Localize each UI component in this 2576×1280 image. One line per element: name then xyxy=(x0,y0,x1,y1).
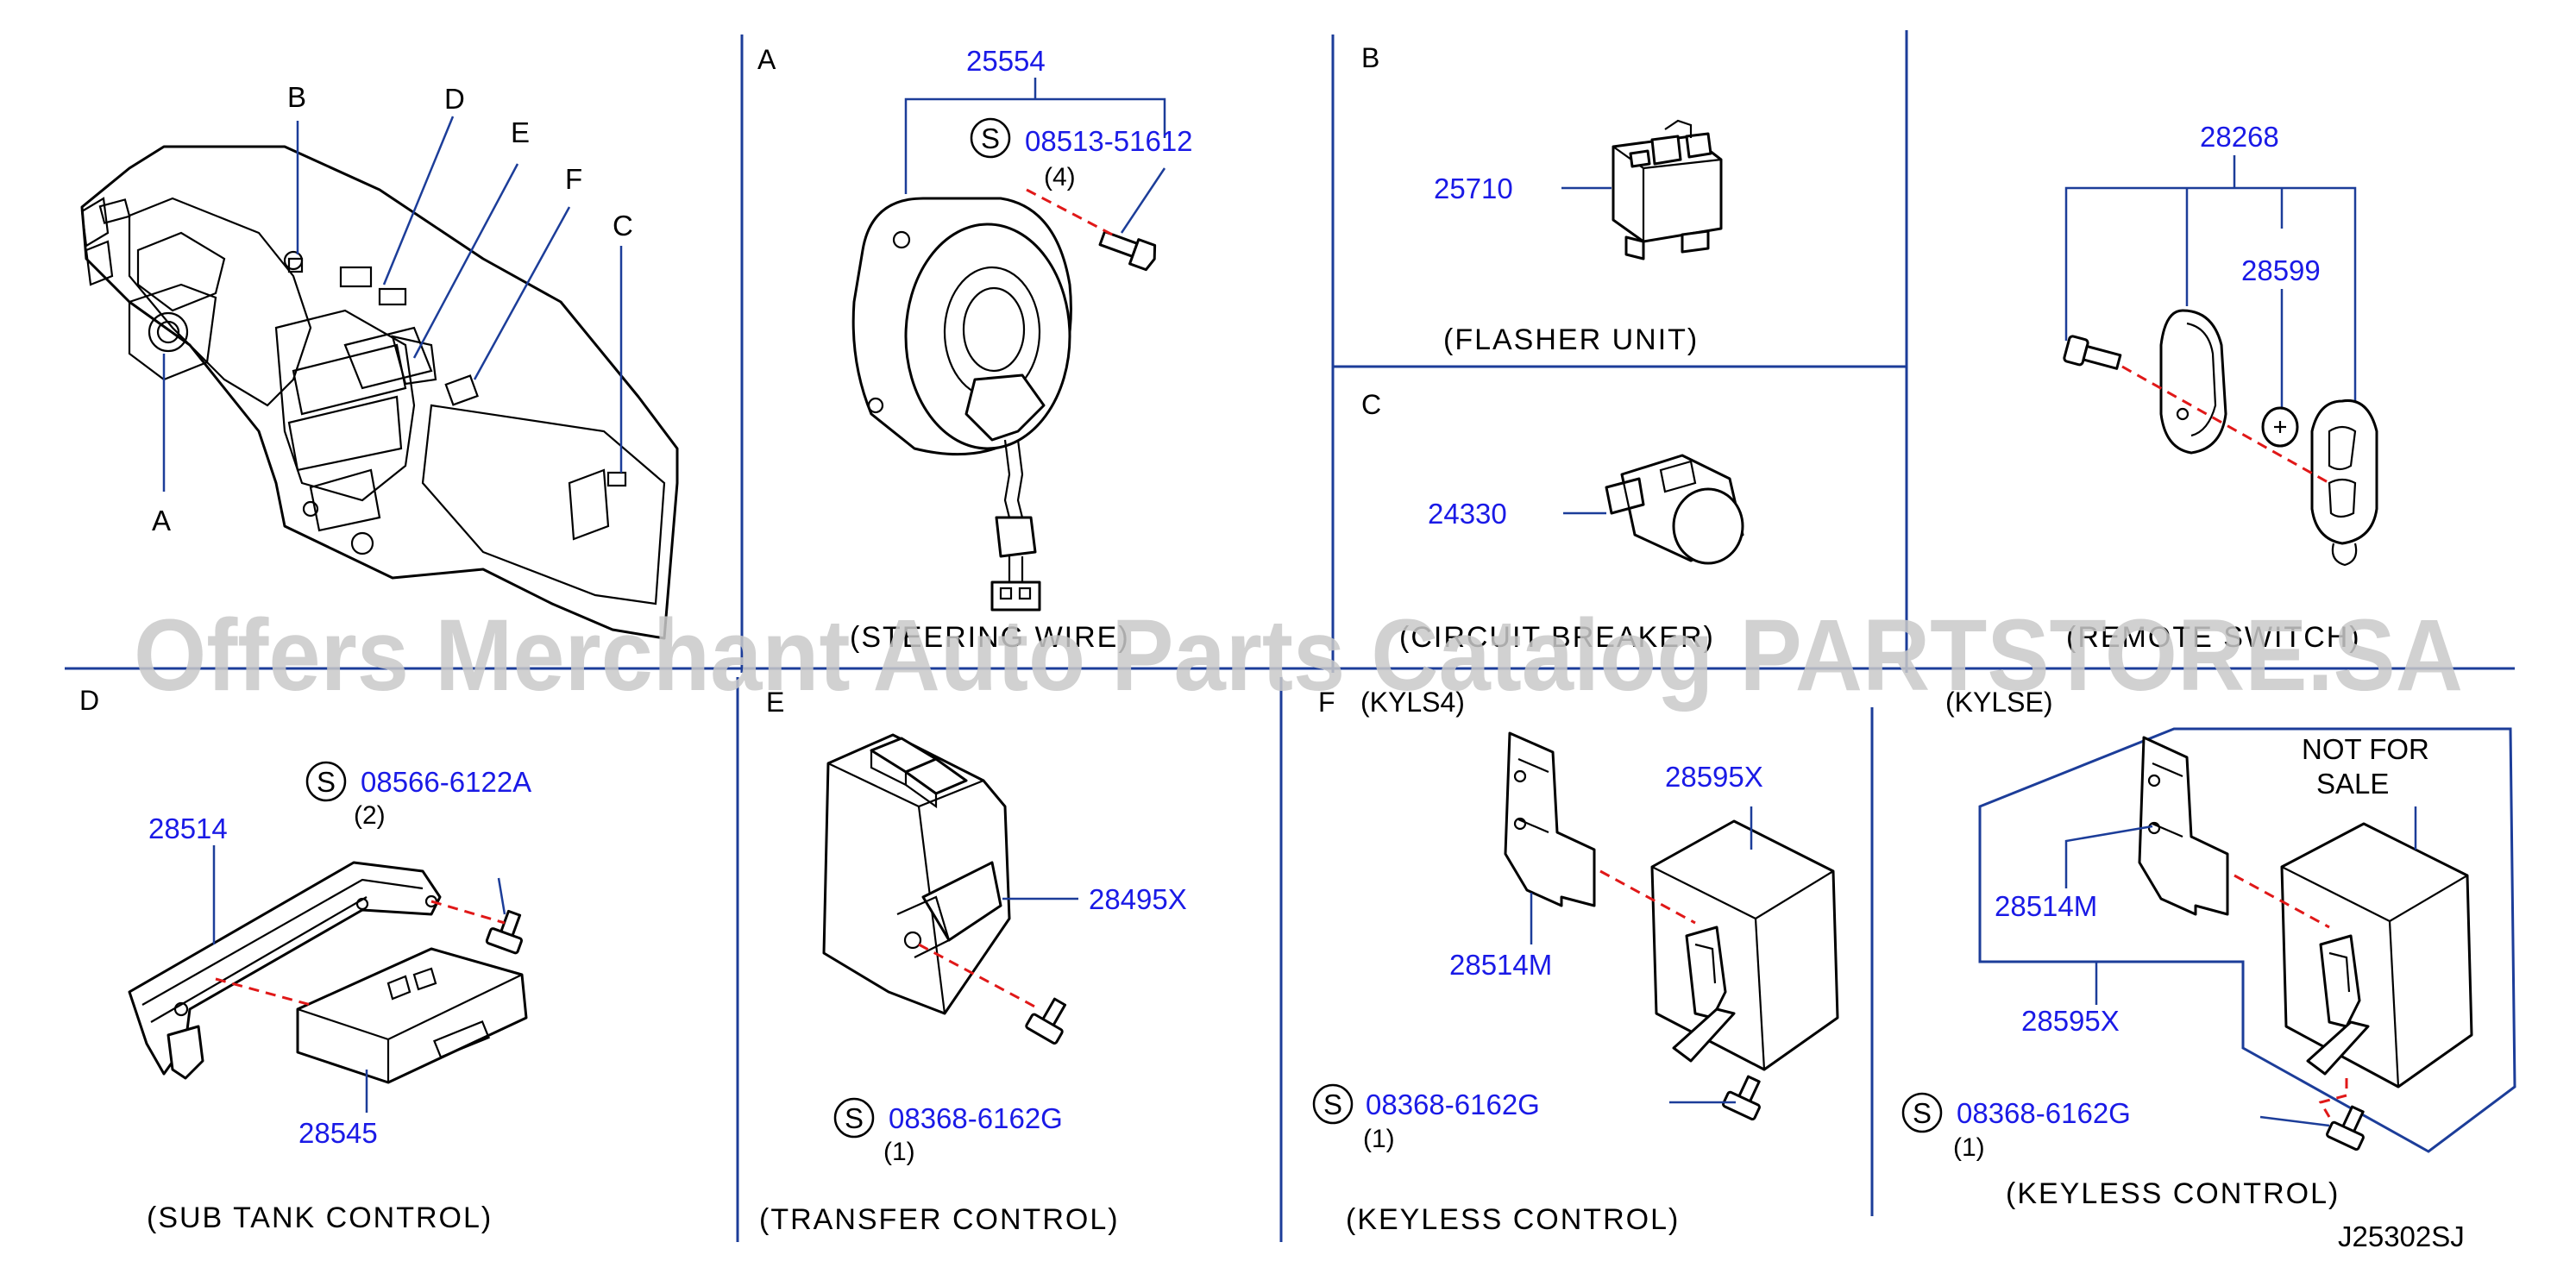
standard-part-marker-d xyxy=(305,761,347,802)
part-number-25710[interactable]: 25710 xyxy=(1434,173,1513,204)
sub-tank-control-part xyxy=(128,845,528,1113)
caption-remote-switch: (REMOTE SWITCH) xyxy=(2066,621,2361,654)
part-number-25554[interactable]: 25554 xyxy=(966,45,1046,77)
caption-flasher-unit: (FLASHER UNIT) xyxy=(1443,323,1699,356)
transfer-control-part xyxy=(822,733,1078,1045)
overview-label-b: B xyxy=(287,81,306,113)
overview-label-e: E xyxy=(511,116,530,148)
standard-marker-text-d: S xyxy=(317,766,336,798)
overview-label-c: C xyxy=(613,210,633,242)
standard-marker-text-e: S xyxy=(845,1102,864,1134)
standard-part-marker-e xyxy=(833,1097,875,1139)
keyless-control-f-part xyxy=(1504,731,1839,1121)
standard-marker-text-kylse: S xyxy=(1913,1097,1932,1129)
quantity-08368-f: (1) xyxy=(1363,1125,1395,1153)
quantity-08368-kylse: (1) xyxy=(1953,1133,1985,1162)
flasher-unit-part xyxy=(1561,119,1723,260)
overview-label-d: D xyxy=(444,83,465,115)
part-number-28595x-f[interactable]: 28595X xyxy=(1665,761,1763,793)
part-number-28514m-f[interactable]: 28514M xyxy=(1449,949,1552,981)
quantity-08566: (2) xyxy=(354,801,386,830)
caption-keyless-control-f: (KEYLESS CONTROL) xyxy=(1346,1203,1680,1236)
section-grid xyxy=(65,30,2515,1242)
dashboard-overview xyxy=(80,116,679,640)
part-number-08566-6122a[interactable]: 08566-6122A xyxy=(361,766,531,798)
part-number-28495x[interactable]: 28495X xyxy=(1089,883,1187,915)
part-number-28514m-kylse[interactable]: 28514M xyxy=(1995,890,2097,922)
caption-keyless-control-kylse: (KEYLESS CONTROL) xyxy=(2006,1177,2340,1210)
caption-steering-wire: (STEERING WIRE) xyxy=(850,621,1130,654)
part-number-08368-6162g-kylse[interactable]: 08368-6162G xyxy=(1957,1097,2131,1129)
part-number-08368-6162g-f[interactable]: 08368-6162G xyxy=(1366,1089,1540,1120)
standard-marker-text-f: S xyxy=(1323,1089,1342,1120)
not-for-sale-line1: NOT FOR xyxy=(2302,733,2429,765)
overview-label-a: A xyxy=(152,505,171,536)
part-number-28599[interactable]: 28599 xyxy=(2241,254,2321,286)
part-number-08368-6162g-e[interactable]: 08368-6162G xyxy=(889,1102,1063,1134)
overview-label-f: F xyxy=(565,163,582,195)
section-letter-f: F xyxy=(1318,687,1335,718)
not-for-sale-line2: SALE xyxy=(2316,768,2389,800)
part-number-28595x-kylse[interactable]: 28595X xyxy=(2021,1005,2120,1037)
part-number-28545[interactable]: 28545 xyxy=(298,1117,378,1149)
part-number-08513-51612[interactable]: 08513-51612 xyxy=(1025,125,1193,157)
part-number-28514[interactable]: 28514 xyxy=(148,813,228,844)
part-number-24330[interactable]: 24330 xyxy=(1428,498,1507,530)
remote-switch-part xyxy=(2063,155,2378,567)
standard-part-marker-kylse xyxy=(1901,1092,1943,1133)
caption-transfer-control: (TRANSFER CONTROL) xyxy=(759,1203,1120,1236)
part-number-28268[interactable]: 28268 xyxy=(2200,121,2279,153)
steering-wire-part xyxy=(851,78,1166,612)
section-letter-b: B xyxy=(1361,42,1379,73)
section-variant-kyls4: (KYLS4) xyxy=(1360,687,1465,718)
standard-marker-text: S xyxy=(981,122,1000,154)
watermark-text: Offers Merchant Auto Parts Catalog PARTS… xyxy=(134,599,2463,712)
circuit-breaker-part xyxy=(1563,454,1744,565)
caption-circuit-breaker: (CIRCUIT BREAKER) xyxy=(1399,621,1715,654)
standard-part-marker xyxy=(970,117,1011,159)
standard-part-marker-f xyxy=(1312,1083,1354,1125)
diagram-code: J25302SJ xyxy=(2338,1220,2465,1252)
caption-sub-tank-control: (SUB TANK CONTROL) xyxy=(147,1202,493,1234)
section-letter-a: A xyxy=(757,44,776,75)
quantity-08368-e: (1) xyxy=(883,1138,915,1166)
keyless-control-kylse-part xyxy=(1978,727,2516,1153)
section-letter-c: C xyxy=(1361,389,1381,420)
quantity-08513: (4) xyxy=(1044,163,1076,191)
section-variant-kylse: (KYLSE) xyxy=(1945,687,2052,718)
section-letter-d: D xyxy=(79,685,99,716)
section-letter-e: E xyxy=(766,687,784,718)
